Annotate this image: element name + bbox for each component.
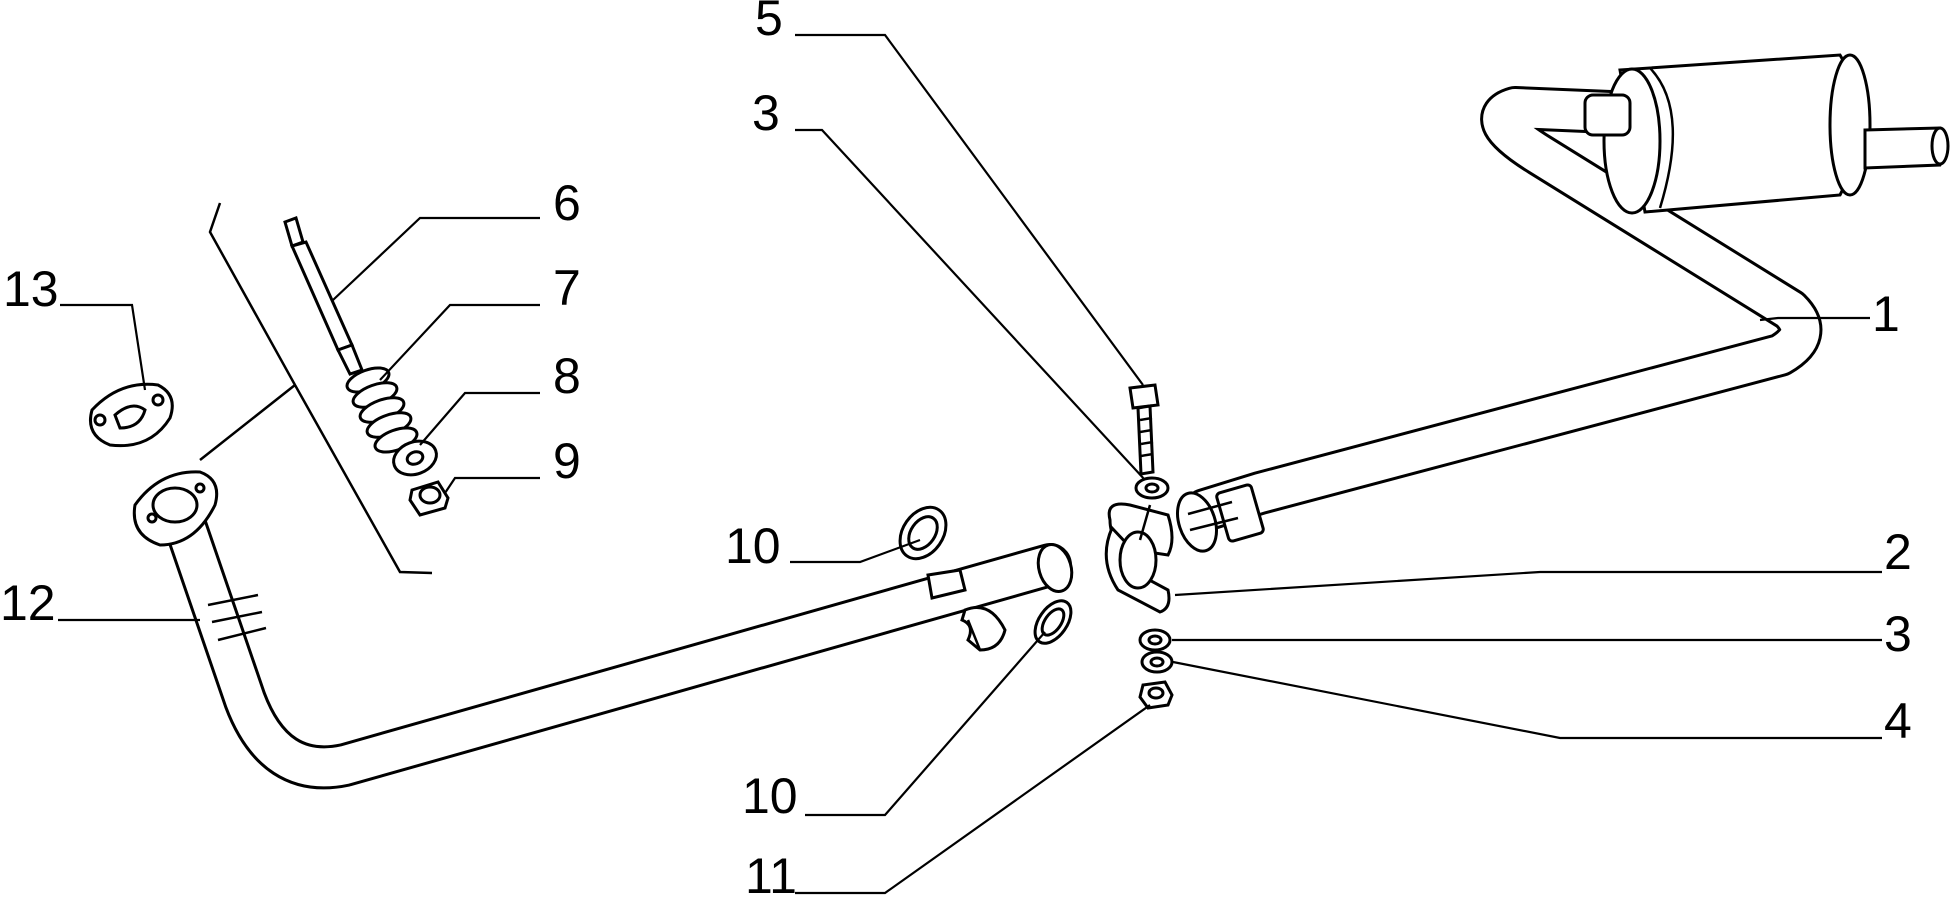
assembly-frame-lines <box>199 202 433 575</box>
callout-3: 3 <box>1884 606 1912 662</box>
callout-4: 4 <box>1884 693 1912 749</box>
clamp-bolt <box>1128 383 1160 476</box>
callout-7: 7 <box>553 260 581 316</box>
callout-8: 8 <box>553 348 581 404</box>
nut <box>408 480 450 517</box>
callout-6: 6 <box>553 175 581 231</box>
callout-3-top: 3 <box>752 85 780 141</box>
rear-pipe-with-muffler <box>1176 53 1950 553</box>
callout-10-upper: 10 <box>725 518 781 574</box>
callout-5: 5 <box>755 0 783 46</box>
rubber-ring-upper <box>898 505 948 561</box>
clamp-washer-upper <box>1134 476 1170 500</box>
leader-lines <box>58 33 1882 895</box>
gasket <box>89 382 174 448</box>
washer <box>392 439 438 477</box>
pipe-bracket <box>926 568 1007 652</box>
spring <box>345 366 419 454</box>
front-pipe-flange <box>132 470 219 547</box>
callout-9: 9 <box>553 433 581 489</box>
callout-2: 2 <box>1884 524 1912 580</box>
clamp-washer-lower-1 <box>1138 628 1172 652</box>
pipe-clamp <box>1104 502 1174 614</box>
stud <box>283 216 364 376</box>
callout-11: 11 <box>745 848 797 901</box>
muffler <box>1583 53 1950 215</box>
callout-1: 1 <box>1872 286 1900 342</box>
callout-10-lower: 10 <box>742 768 798 824</box>
front-exhaust-pipe <box>132 470 1074 790</box>
lock-washer <box>1140 650 1174 674</box>
callout-labels: 1 2 3 3 4 5 6 7 8 9 10 10 11 12 13 <box>0 0 1912 901</box>
callout-13: 13 <box>3 261 59 317</box>
callout-12: 12 <box>0 575 56 631</box>
clamp-nut <box>1138 680 1174 710</box>
